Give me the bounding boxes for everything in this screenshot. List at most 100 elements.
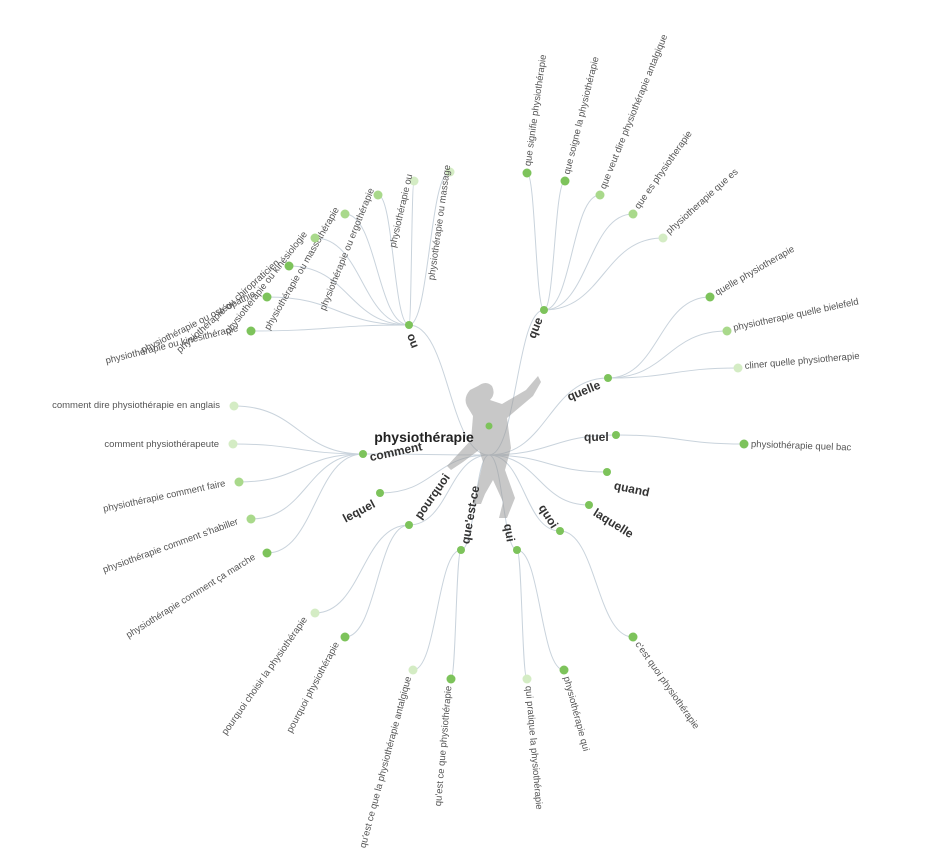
leaf-link: [314, 237, 410, 326]
leaf-label: cliner quelle physiotherapie: [744, 351, 860, 372]
leaf-node[interactable]: [246, 326, 256, 336]
leaf-label: physiotherapie quelle bielefeld: [732, 296, 859, 333]
leaf-link: [543, 194, 601, 311]
branch-node[interactable]: [556, 527, 564, 535]
branch-node[interactable]: [457, 546, 465, 554]
leaf-label: physiothérapie ou massage: [426, 164, 453, 281]
leaf-node[interactable]: [705, 292, 715, 302]
person-silhouette-icon: [447, 376, 541, 518]
leaf-label: physiothérapie comment faire: [102, 478, 226, 515]
leaf-node[interactable]: [246, 514, 256, 524]
leaf-node[interactable]: [262, 292, 272, 302]
leaf-link: [314, 524, 410, 614]
leaf-node[interactable]: [446, 674, 456, 684]
leaf-link: [238, 453, 364, 483]
leaf-link: [543, 180, 566, 311]
leaf-label: comment physiothérapeute: [104, 439, 219, 450]
leaf-link: [607, 330, 728, 379]
leaf-link: [543, 237, 664, 311]
leaf-label: que soigne la physiothérapie: [562, 56, 602, 176]
leaf-label: physiothérapie qui: [561, 675, 592, 752]
leaf-node[interactable]: [522, 168, 532, 178]
root-label: physiothérapie: [374, 429, 474, 445]
leaf-node[interactable]: [560, 176, 570, 186]
leaf-node[interactable]: [234, 477, 244, 487]
leaf-link: [607, 296, 711, 379]
leaf-link: [526, 172, 545, 311]
leaf-link: [266, 296, 410, 326]
leaf-label: que es physiotherapie: [632, 129, 694, 211]
leaf-label: que signifie physiothérapie: [523, 54, 550, 167]
branch-node[interactable]: [513, 546, 521, 554]
leaf-link: [450, 549, 462, 680]
leaf-node[interactable]: [310, 233, 320, 243]
leaf-node[interactable]: [228, 439, 238, 449]
leaf-label: physiotherapie que es: [664, 166, 741, 237]
leaf-label: physiothérapie ou: [388, 173, 416, 249]
leaf-node[interactable]: [595, 190, 605, 200]
branch-node[interactable]: [612, 431, 620, 439]
branch-link: [408, 454, 490, 526]
leaf-link: [408, 171, 451, 326]
leaf-link: [250, 324, 410, 332]
leaf-node[interactable]: [445, 167, 455, 177]
leaf-link: [344, 524, 410, 638]
leaf-link: [559, 530, 634, 638]
leaf-node[interactable]: [658, 233, 668, 243]
leaf-label: qui pratique la physiothérapie: [523, 685, 545, 810]
branch-label: quelle: [565, 378, 603, 404]
leaf-node[interactable]: [628, 209, 638, 219]
leaf-node[interactable]: [628, 632, 638, 642]
branch-node[interactable]: [405, 521, 413, 529]
leaf-link: [412, 549, 462, 671]
leaf-link: [615, 434, 745, 445]
leaf-node[interactable]: [340, 632, 350, 642]
leaf-link: [543, 213, 634, 311]
leaf-link: [377, 194, 410, 326]
leaf-node[interactable]: [229, 401, 239, 411]
leaf-node[interactable]: [408, 665, 418, 675]
leaf-link: [516, 549, 528, 680]
branch-label: ou: [404, 331, 422, 350]
leaf-node[interactable]: [522, 674, 532, 684]
leaf-link: [344, 213, 410, 326]
branch-label: quand: [613, 478, 651, 499]
leaf-node[interactable]: [373, 190, 383, 200]
leaf-link: [288, 265, 410, 326]
branch-node[interactable]: [603, 468, 611, 476]
branch-node[interactable]: [405, 321, 413, 329]
leaf-node[interactable]: [733, 363, 743, 373]
branch-label: quoi: [536, 502, 561, 531]
leaf-node[interactable]: [310, 608, 320, 618]
root-node[interactable]: [485, 422, 493, 430]
leaf-label: c'est quoi physiothérapie: [632, 640, 701, 732]
leaf-link: [233, 405, 364, 455]
leaf-link: [250, 453, 364, 520]
leaf-label: qu'est ce que physiothérapie: [433, 685, 454, 806]
branch-label: qui: [501, 523, 518, 543]
branch-node[interactable]: [376, 489, 384, 497]
branch-node[interactable]: [585, 501, 593, 509]
leaf-label: quelle physiotherapie: [713, 244, 796, 298]
leaf-label: pourquoi physiothérapie: [285, 640, 342, 735]
leaf-link: [408, 180, 415, 326]
branch-label: que'est-ce: [458, 484, 482, 545]
leaf-link: [232, 443, 364, 455]
leaf-label: physiothérapie comment ça marche: [124, 552, 257, 641]
branch-node[interactable]: [359, 450, 367, 458]
branch-node[interactable]: [604, 374, 612, 382]
leaf-node[interactable]: [340, 209, 350, 219]
leaf-label: physiothérapie quel bac: [751, 439, 852, 454]
leaf-node[interactable]: [262, 548, 272, 558]
leaf-node[interactable]: [722, 326, 732, 336]
leaf-node[interactable]: [409, 176, 419, 186]
branch-label: que: [525, 315, 546, 340]
branch-label: laquelle: [591, 505, 637, 541]
leaf-node[interactable]: [284, 261, 294, 271]
leaf-link: [266, 453, 364, 554]
branch-node[interactable]: [540, 306, 548, 314]
leaf-node[interactable]: [559, 665, 569, 675]
leaf-node[interactable]: [739, 439, 749, 449]
leaf-label: comment dire physiothérapie en anglais: [52, 400, 220, 411]
